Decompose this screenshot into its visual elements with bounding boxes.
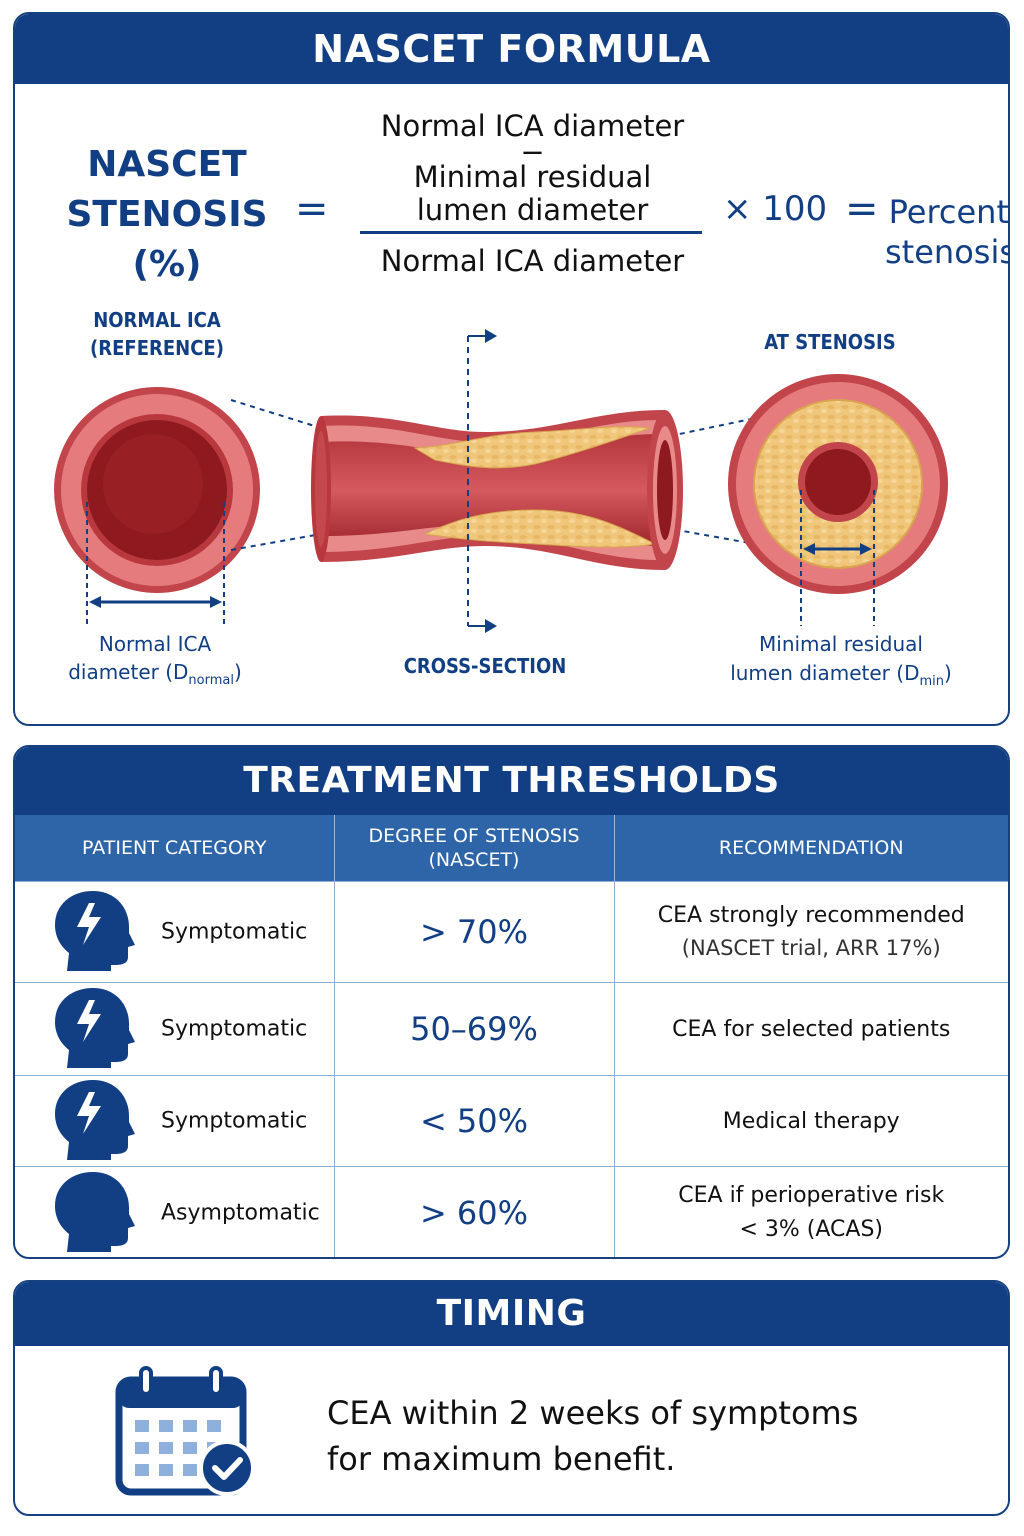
formula-denominator: Normal ICA diameter — [380, 244, 685, 278]
col-degree-line-2: (NASCET) — [428, 849, 520, 871]
head-icon — [55, 1168, 135, 1257]
min-label-line-2: lumen diameter (Dmin) — [721, 659, 961, 696]
timing-text: CEA within 2 weeks of symptoms for maxim… — [327, 1390, 858, 1482]
rec-line-1: Medical therapy — [722, 1108, 900, 1134]
result-line-1: Percent — [888, 193, 1009, 231]
formula-header: NASCET FORMULA — [15, 14, 1008, 84]
rec-line-1: CEA if perioperative risk — [678, 1182, 945, 1208]
longitudinal-vessel — [311, 410, 683, 570]
normal-diameter-arrow — [89, 596, 222, 608]
equals-sign-2: = — [845, 186, 879, 232]
rec-line-2: (NASCET trial, ARR 17%) — [681, 936, 941, 960]
formula-panel: NASCET FORMULA NASCET STENOSIS (%) = Nor… — [13, 12, 1010, 726]
timing-line-2: for maximum benefit. — [327, 1440, 676, 1478]
category-label: Symptomatic — [161, 1016, 308, 1042]
table-row: Asymptomatic > 60% CEA if perioperative … — [15, 1166, 1008, 1257]
calendar-check-icon — [115, 1366, 255, 1502]
degree-cell: > 70% — [334, 881, 615, 983]
degree-cell: < 50% — [334, 1075, 615, 1167]
vessel-diagram — [54, 329, 948, 633]
cross-section-marker — [467, 329, 497, 633]
min-subscript: min — [919, 674, 944, 689]
normal-subscript: normal — [188, 673, 234, 688]
stenosis-cross-section — [728, 374, 948, 594]
connector-lines — [230, 399, 776, 551]
thresholds-table: PATIENT CATEGORY DEGREE OF STENOSIS (NAS… — [15, 815, 1008, 1257]
numerator-line-1: Normal ICA diameter — [380, 109, 685, 143]
lhs-line-1: NASCET — [87, 144, 247, 185]
normal-label-close: ) — [233, 660, 242, 684]
recommendation-cell: Medical therapy — [614, 1075, 1008, 1167]
cross-section-label: CROSS-SECTION — [403, 654, 567, 678]
head-lightning-icon — [55, 887, 135, 977]
normal-ica-title: NORMAL ICA (REFERENCE) — [55, 306, 259, 362]
numerator-line-2: Minimal residual — [413, 160, 652, 194]
formula-result: Percent stenosis — [885, 192, 1010, 272]
head-lightning-icon — [55, 984, 135, 1074]
numerator-line-3: lumen diameter — [416, 193, 649, 227]
timing-header: TIMING — [15, 1282, 1008, 1346]
table-row: Symptomatic > 70% CEA strongly recommend… — [15, 881, 1008, 983]
rec-line-1: CEA strongly recommended — [657, 903, 965, 928]
category-cell: Symptomatic — [15, 881, 335, 983]
min-label-line-1: Minimal residual — [759, 632, 923, 656]
table-row: Symptomatic 50–69% CEA for selected pati… — [15, 982, 1008, 1076]
recommendation-cell: CEA strongly recommended (NASCET trial, … — [614, 881, 1008, 983]
min-diameter-arrow — [803, 543, 872, 555]
category-label: Symptomatic — [161, 1108, 308, 1134]
min-label-text: lumen diameter (D — [730, 661, 920, 685]
lhs-line-2: STENOSIS (%) — [66, 194, 268, 285]
normal-title-line-1: NORMAL ICA — [93, 308, 221, 332]
equals-sign: = — [295, 186, 329, 232]
col-recommendation: RECOMMENDATION — [614, 815, 1008, 882]
normal-title-line-2: (REFERENCE) — [90, 336, 224, 360]
category-cell: Asymptomatic — [15, 1166, 335, 1257]
stenosis-title: AT STENOSIS — [764, 330, 896, 354]
table-header-row: PATIENT CATEGORY DEGREE OF STENOSIS (NAS… — [15, 815, 1008, 882]
normal-ica-cross-section — [54, 387, 260, 593]
result-line-2: stenosis — [885, 233, 1010, 271]
thresholds-panel: TREATMENT THRESHOLDS PATIENT CATEGORY DE… — [13, 745, 1010, 1259]
degree-cell: > 60% — [334, 1166, 615, 1257]
category-label: Symptomatic — [161, 919, 308, 945]
normal-label-line-2: diameter (Dnormal) — [55, 658, 255, 695]
normal-label-line-1: Normal ICA — [98, 632, 212, 656]
degree-cell: 50–69% — [334, 982, 615, 1076]
rec-line-1: CEA for selected patients — [672, 1016, 951, 1042]
col-degree-line-1: DEGREE OF STENOSIS — [368, 825, 580, 847]
category-cell: Symptomatic — [15, 982, 335, 1076]
min-label-close: ) — [943, 661, 952, 685]
head-lightning-icon — [55, 1076, 135, 1166]
min-diameter-label: Minimal residual lumen diameter (Dmin) — [721, 630, 961, 696]
category-label: Asymptomatic — [161, 1200, 320, 1226]
timing-line-1: CEA within 2 weeks of symptoms — [327, 1394, 859, 1432]
times-hundred: × 100 — [723, 189, 828, 229]
recommendation-cell: CEA if perioperative risk < 3% (ACAS) — [614, 1166, 1008, 1257]
normal-label-text: diameter (D — [68, 660, 189, 684]
formula-lhs: NASCET STENOSIS (%) — [39, 140, 295, 290]
category-cell: Symptomatic — [15, 1075, 335, 1167]
recommendation-cell: CEA for selected patients — [614, 982, 1008, 1076]
timing-panel: TIMING CEA within 2 weeks of symptoms fo… — [13, 1280, 1010, 1516]
fraction-bar — [360, 231, 702, 234]
col-degree: DEGREE OF STENOSIS (NASCET) — [334, 815, 615, 882]
col-patient-category: PATIENT CATEGORY — [15, 815, 335, 882]
table-row: Symptomatic < 50% Medical therapy — [15, 1075, 1008, 1167]
normal-diameter-label: Normal ICA diameter (Dnormal) — [55, 630, 255, 695]
thresholds-header: TREATMENT THRESHOLDS — [15, 747, 1008, 815]
formula-numerator: Normal ICA diameter − Minimal residual l… — [360, 110, 705, 227]
rec-line-2: < 3% (ACAS) — [739, 1216, 884, 1242]
